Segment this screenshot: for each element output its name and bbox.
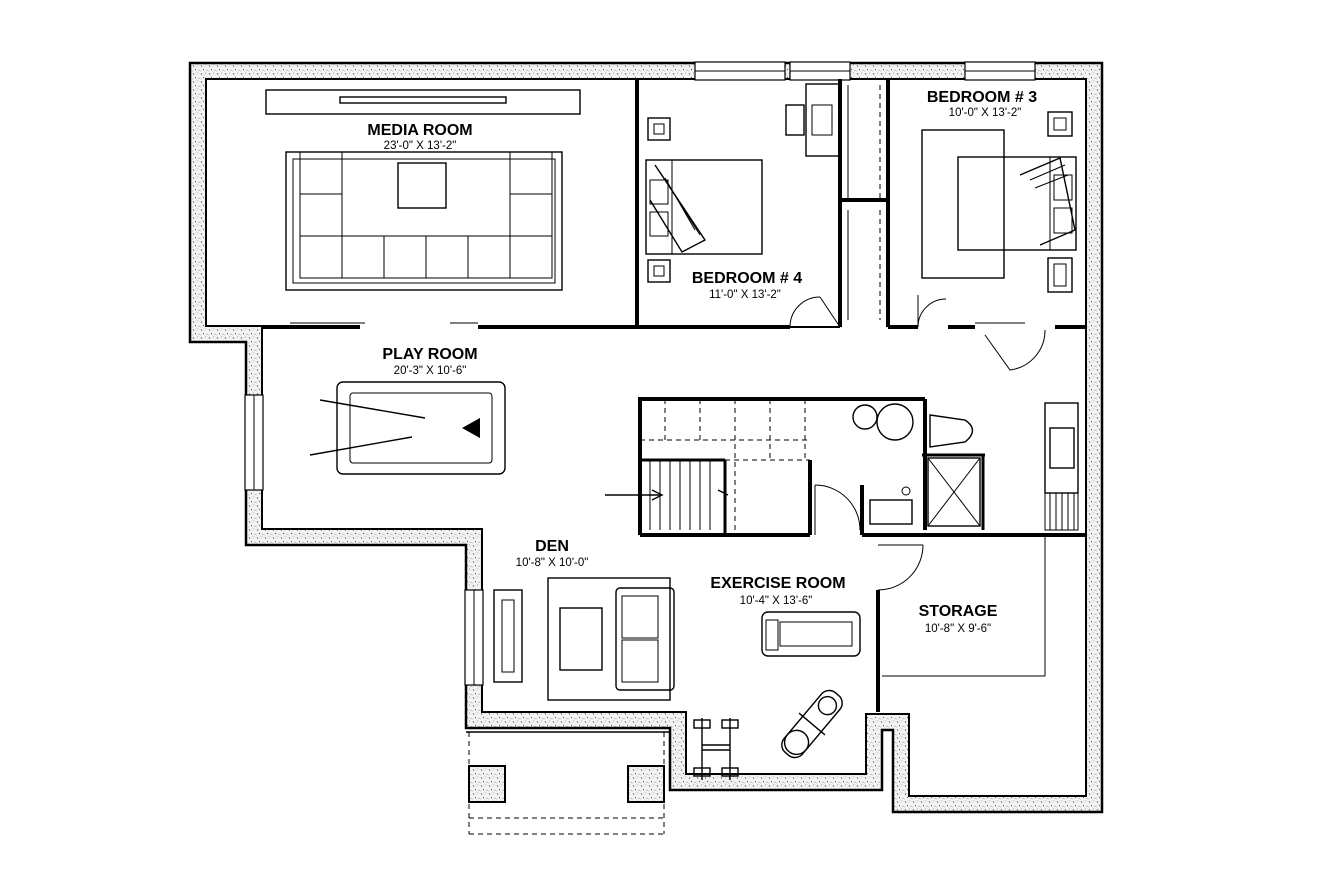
play-room — [309, 381, 506, 475]
exercise-room — [693, 611, 861, 780]
den — [493, 577, 675, 701]
bathroom-fixtures — [852, 402, 1079, 531]
bedroom-4-dims: 11'-0" X 13'-2" — [709, 289, 781, 301]
media-room-name: MEDIA ROOM — [367, 122, 472, 139]
exercise-room-name: EXERCISE ROOM — [710, 575, 845, 592]
bedroom-3-name: BEDROOM # 3 — [927, 89, 1037, 106]
interior-walls — [262, 79, 1086, 712]
exercise-room-dims: 10'-4" X 13'-6" — [740, 595, 813, 607]
bedroom-3 — [921, 111, 1077, 293]
room-labels: MEDIA ROOM 23'-0" X 13'-2" BEDROOM # 3 1… — [367, 89, 1037, 635]
doors — [789, 295, 1046, 591]
den-dims: 10'-8" X 10'-0" — [516, 557, 589, 569]
media-room-dims: 23'-0" X 13'-2" — [384, 140, 457, 152]
bedroom-3-dims: 10'-0" X 13'-2" — [949, 107, 1022, 119]
storage-name: STORAGE — [919, 603, 998, 620]
play-room-dims: 20'-3" X 10'-6" — [394, 365, 467, 377]
bedroom-4-name: BEDROOM # 4 — [692, 270, 802, 287]
bedroom-4 — [645, 83, 841, 283]
play-room-name: PLAY ROOM — [382, 346, 477, 363]
entry-porch — [466, 731, 670, 835]
staircase — [605, 399, 810, 530]
den-name: DEN — [535, 538, 569, 555]
storage-dims: 10'-8" X 9'-6" — [925, 623, 991, 635]
media-room — [265, 89, 581, 291]
